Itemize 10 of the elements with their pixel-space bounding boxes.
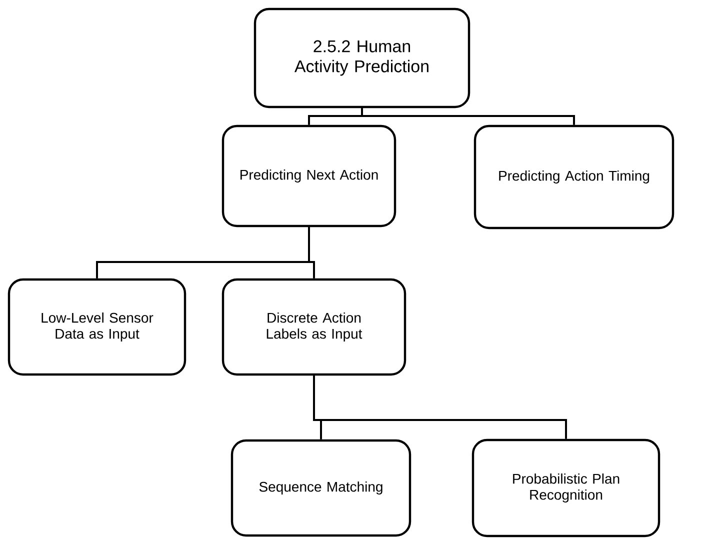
topic-box: Probabilistic Plan Recognition (472, 438, 660, 538)
topic-box: 2.5.2 Human Activity Prediction (254, 8, 470, 108)
connector-line (313, 376, 567, 439)
topic-box: Predicting Action Timing (474, 124, 674, 230)
topic-box: Low-Level Sensor Data as Input (8, 278, 186, 376)
connector-line (361, 108, 575, 125)
topic-box: Sequence Matching (230, 439, 412, 537)
topic-box: Predicting Next Action (222, 124, 396, 228)
connector-line (308, 227, 315, 278)
topic-box: Discrete Action Labels as Input (222, 278, 406, 376)
